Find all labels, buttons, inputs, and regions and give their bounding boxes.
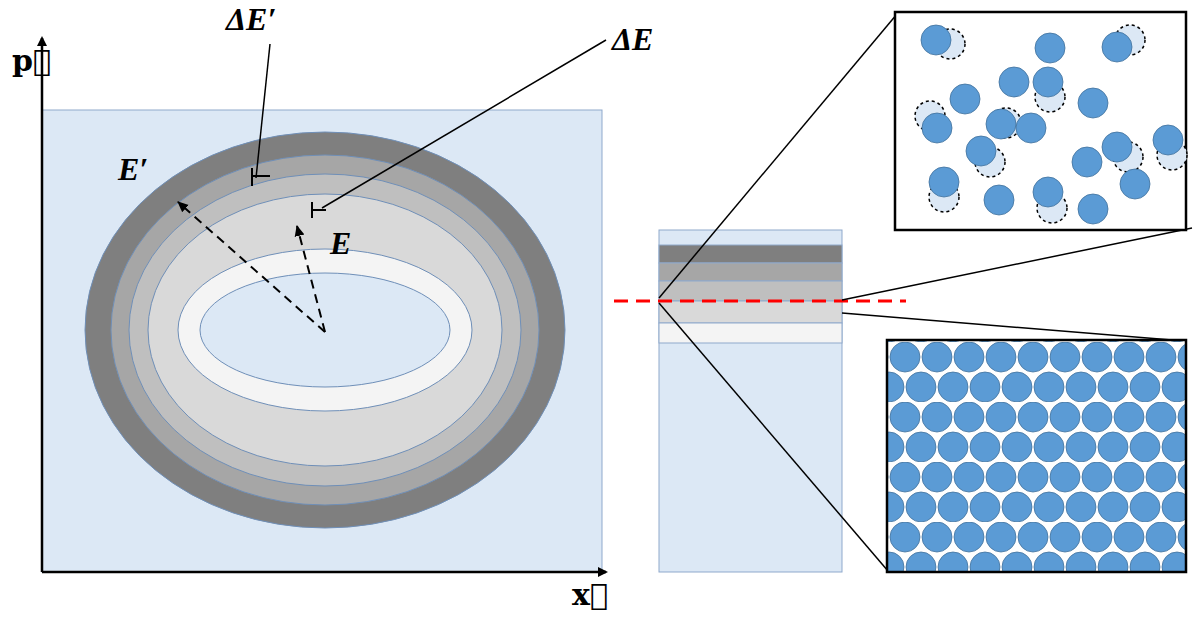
energy-width-label: ΔE <box>612 22 653 57</box>
energy-label: E <box>330 226 351 261</box>
energy-width-label: ΔE′ <box>226 2 276 37</box>
axis-label: p⃗ <box>12 44 51 77</box>
axis-label: x⃗ <box>572 578 608 611</box>
energy-label: E′ <box>118 152 148 187</box>
